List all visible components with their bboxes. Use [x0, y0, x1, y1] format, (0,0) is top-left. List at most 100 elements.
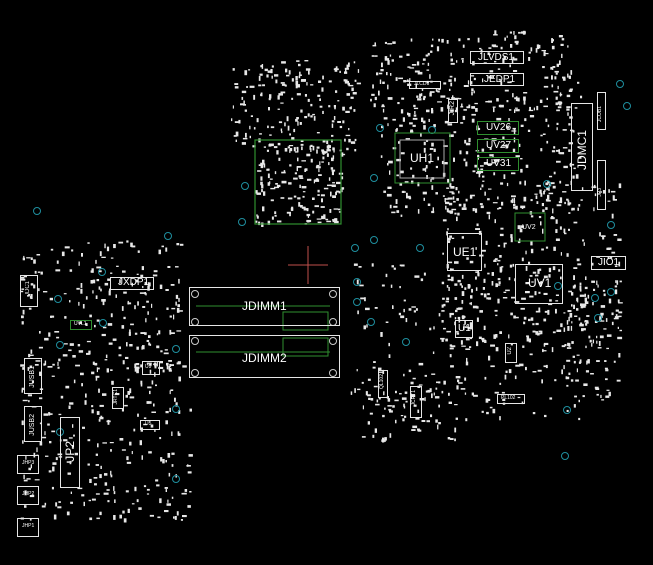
pad — [427, 62, 430, 66]
jhp1-jack[interactable] — [17, 518, 39, 537]
jdimm1-slot[interactable] — [189, 287, 340, 326]
pad — [609, 256, 613, 259]
jio1-label: JIO1 — [598, 257, 620, 268]
pad — [359, 284, 364, 287]
pad — [473, 77, 476, 81]
jedp1-connector[interactable] — [470, 73, 524, 86]
pad — [390, 284, 393, 288]
pad — [485, 240, 488, 245]
u9-chip[interactable] — [142, 361, 160, 375]
pad — [581, 305, 586, 308]
pad — [436, 46, 440, 52]
pad — [450, 345, 456, 348]
u2-chip[interactable] — [505, 343, 517, 363]
pad — [304, 94, 307, 97]
pad — [231, 118, 233, 122]
jio1-connector[interactable] — [591, 256, 626, 270]
pad — [53, 514, 57, 520]
pad — [513, 70, 518, 72]
u1-chip[interactable] — [455, 320, 473, 338]
pad — [569, 116, 573, 119]
pad — [316, 164, 320, 168]
pad — [424, 397, 426, 402]
pad — [118, 354, 122, 357]
pad — [486, 297, 492, 300]
pad — [331, 134, 334, 137]
pad — [412, 425, 418, 429]
pad — [503, 291, 507, 293]
jcob1-connector[interactable] — [597, 92, 606, 130]
pad — [443, 303, 446, 307]
jdmc1-connector[interactable] — [571, 103, 593, 191]
pad — [542, 133, 546, 135]
pad — [471, 91, 473, 96]
pad — [599, 232, 601, 237]
jrtc1-connector[interactable] — [112, 387, 124, 409]
pad — [488, 47, 492, 49]
uvl1-chip[interactable] — [70, 320, 92, 330]
pad — [494, 258, 498, 261]
pad — [544, 310, 548, 313]
jlcd1-connector[interactable] — [409, 81, 441, 89]
pad — [543, 343, 546, 347]
pad — [159, 284, 163, 289]
pad — [468, 137, 471, 142]
pad — [62, 354, 68, 357]
pad — [139, 292, 145, 294]
jp2-connector[interactable] — [60, 417, 80, 488]
pad — [380, 332, 383, 337]
pad — [249, 135, 251, 139]
pad — [520, 307, 525, 310]
pad — [308, 178, 311, 181]
pad — [310, 103, 313, 107]
pad — [134, 305, 136, 310]
jusb1-connector[interactable] — [24, 358, 42, 394]
pad — [614, 316, 619, 319]
pad — [73, 379, 76, 384]
pad — [346, 93, 350, 96]
pad — [568, 149, 571, 152]
pad — [321, 215, 324, 220]
pad — [101, 333, 106, 337]
jcrt1-connector[interactable] — [410, 386, 422, 418]
pad — [582, 303, 587, 307]
pad — [178, 376, 181, 382]
jxdp1-connector[interactable] — [110, 277, 154, 290]
pad — [549, 299, 552, 302]
ue1-chip[interactable] — [447, 233, 482, 271]
jdimm2-slot[interactable] — [189, 335, 340, 378]
uv31-chip[interactable] — [477, 157, 519, 171]
uv26-chip[interactable] — [477, 121, 519, 135]
pad — [412, 377, 416, 380]
pad — [491, 281, 494, 286]
pad — [110, 470, 112, 476]
pad — [374, 428, 377, 433]
jhp2-jack[interactable] — [17, 486, 39, 505]
pad — [250, 115, 253, 117]
pad — [494, 309, 498, 312]
uv27-chip[interactable] — [477, 139, 519, 153]
pad — [535, 274, 539, 277]
jlvds1-connector[interactable] — [470, 51, 524, 64]
uv1-chip[interactable] — [515, 264, 563, 304]
pl102-part[interactable] — [497, 394, 525, 404]
pad — [131, 282, 133, 287]
jdc1-connector[interactable] — [20, 275, 38, 307]
pad — [438, 422, 441, 425]
pad — [160, 350, 163, 353]
u5-chip[interactable] — [140, 420, 160, 430]
pad — [60, 395, 64, 399]
jusb2-connector[interactable] — [24, 406, 42, 442]
jp3-connector[interactable] — [597, 160, 606, 210]
pad — [170, 284, 175, 286]
pad — [187, 471, 192, 474]
pad — [401, 191, 406, 193]
ql102-part[interactable] — [378, 370, 388, 398]
pad — [619, 329, 622, 332]
pad — [489, 70, 494, 73]
jir2-connector[interactable] — [448, 99, 458, 123]
pad — [294, 151, 299, 153]
jhp3-jack[interactable] — [17, 455, 39, 474]
pad — [493, 260, 497, 262]
pad — [594, 386, 599, 389]
